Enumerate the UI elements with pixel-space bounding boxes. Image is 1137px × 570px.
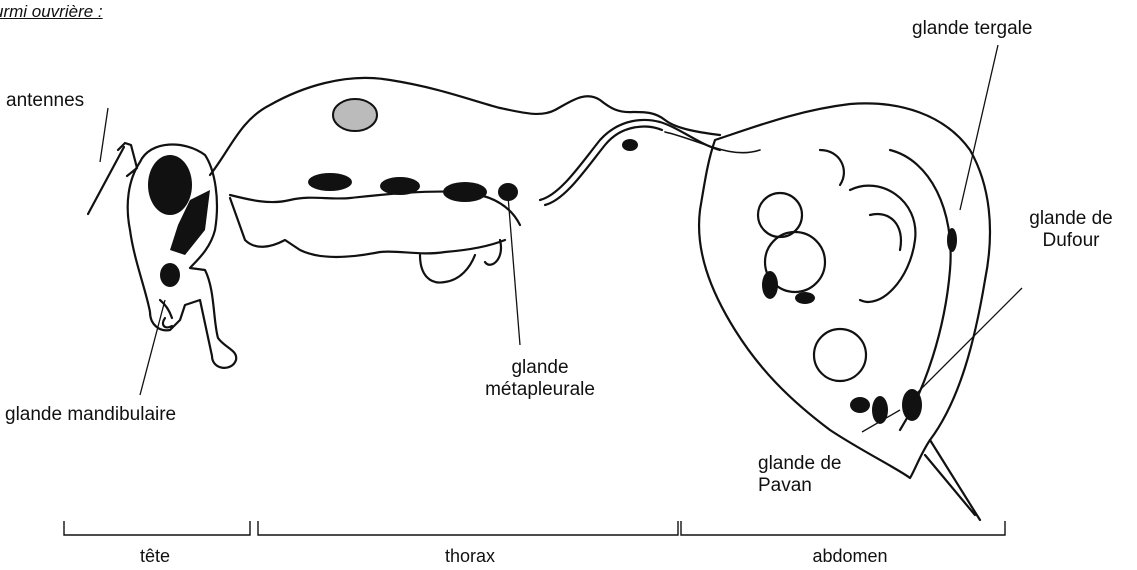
label-glande-dufour: glande de Dufour (1010, 208, 1132, 252)
abdomen-outline (699, 103, 990, 478)
section-abdomen: abdomen (790, 545, 910, 567)
bracket-thorax (258, 521, 678, 535)
label-glande-mandibulaire: glande mandibulaire (5, 404, 176, 426)
label-glande-metapleurale-line2: métapleurale (485, 379, 595, 401)
pointer-glande-metapleurale (508, 196, 520, 345)
label-glande-pavan: glande de Pavan (758, 453, 841, 497)
label-glande-metapleurale-line1: glande (485, 357, 595, 379)
section-thorax: thorax (410, 545, 530, 567)
section-tete: tête (100, 545, 210, 567)
pointer-glande-tergale (960, 45, 998, 210)
label-glande-pavan-line1: glande de (758, 453, 841, 475)
bracket-abdomen (681, 521, 1005, 535)
label-glande-dufour-line2: Dufour (1010, 230, 1132, 252)
label-glande-metapleurale: glande métapleurale (485, 357, 595, 401)
label-antennes: antennes (6, 90, 84, 112)
label-glande-tergale: glande tergale (912, 18, 1032, 40)
pointer-antennes (100, 108, 108, 162)
pointer-glande-dufour (910, 288, 1022, 400)
pointer-glande-mandibulaire (140, 300, 165, 395)
label-glande-dufour-line1: glande de (1010, 208, 1132, 230)
bracket-tete (64, 521, 250, 535)
petiole (540, 120, 720, 200)
label-glande-pavan-line2: Pavan (758, 475, 841, 497)
